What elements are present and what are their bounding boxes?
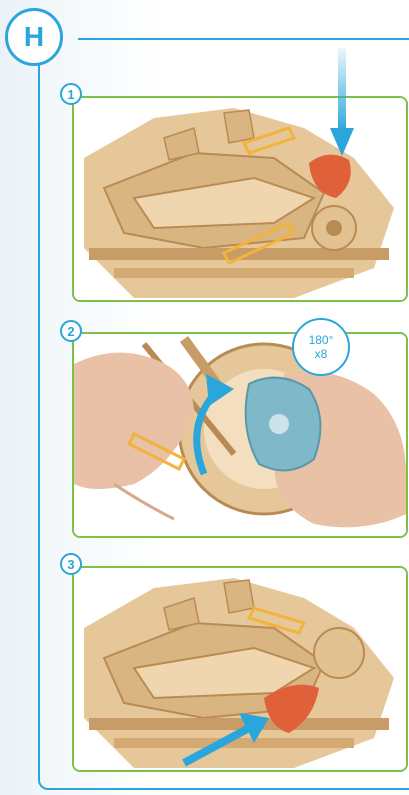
rotation-count: x8 xyxy=(315,347,328,361)
press-down-arrow-icon xyxy=(330,48,354,158)
step-1-panel xyxy=(72,96,408,302)
section-header-line xyxy=(78,38,409,40)
step-1-number: 1 xyxy=(60,83,82,105)
step-2-panel xyxy=(72,332,408,538)
step-2-illustration xyxy=(74,334,406,536)
section-badge: H xyxy=(5,8,63,66)
section-letter: H xyxy=(24,23,44,51)
rotation-badge: 180° x8 xyxy=(292,318,350,376)
step-2-number: 2 xyxy=(60,320,82,342)
step-3-panel xyxy=(72,566,408,772)
step-3-illustration xyxy=(74,568,406,770)
rotation-angle: 180° xyxy=(309,333,334,347)
step-3-number: 3 xyxy=(60,553,82,575)
step-1-illustration xyxy=(74,98,406,300)
